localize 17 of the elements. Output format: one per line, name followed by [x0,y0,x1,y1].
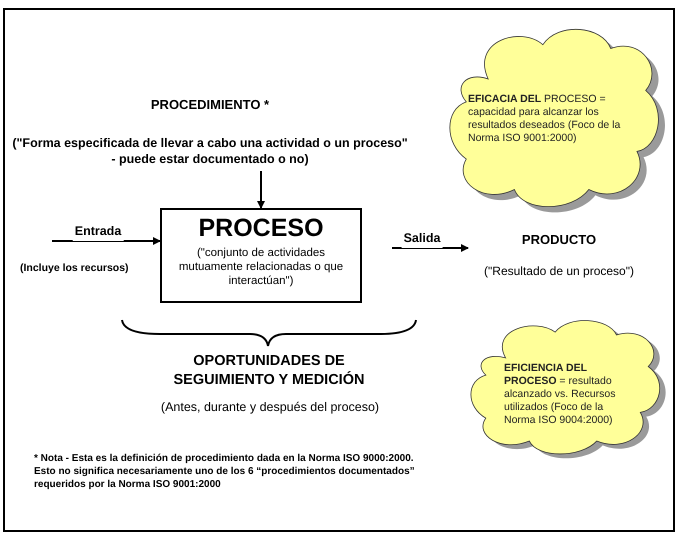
arrow [392,244,469,252]
arrow [52,237,161,245]
subheading-text: (Antes, durante y después del proceso) [160,399,380,416]
footnote-text: * Nota - Esta es la definición de procedimiento dada en la Norma ISO 9000:2000. [34,452,415,465]
box-title: PROCESO [198,214,324,242]
process-box [160,208,362,303]
definition-text: ("Forma especificada de llevar a cabo una actividad o un proceso" - puede estar documentado o no) [11,134,409,166]
heading-text: PROCEDIMIENTO * [150,96,270,114]
cloud-text: EFICIENCIA DEL PROCESO = resultado alcanzado vs. Recursos utilizados (Foco de la Norma ISO 9004:2000) [504,362,616,426]
heading-text: OPORTUNIDADES DE SEGUIMIENTO Y MEDICIÓN [172,352,366,390]
footnote-text: Esto no significa necesariamente uno de los 6 “procedimientos documentados” requeridos por la Norma ISO 9001:2000 [34,465,416,491]
cloud-text: EFICACIA DEL PROCESO = capacidad para alcanzar los resultados deseados (Foco de la Norma ISO 9001:2000) [468,93,622,145]
heading-text: PRODUCTO [522,231,596,249]
arrow [257,171,265,209]
input-note: (Incluye los recursos) [20,261,129,276]
box-description: ("conjunto de actividades mutuamente relacionadas o que interactúan") [178,247,344,287]
definition-text: ("Resultado de un proceso") [484,262,634,280]
